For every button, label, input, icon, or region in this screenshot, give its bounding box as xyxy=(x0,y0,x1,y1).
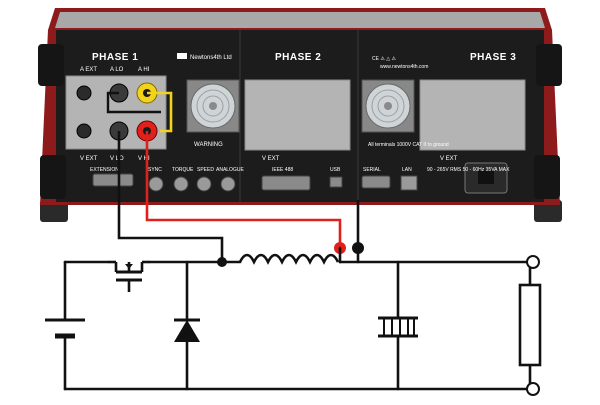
port-label-torque: TORQUE xyxy=(172,167,194,173)
usb-port[interactable] xyxy=(329,176,343,188)
speed-bnc[interactable] xyxy=(196,176,212,192)
lan-port[interactable] xyxy=(400,175,418,191)
fan-2 xyxy=(361,79,415,133)
fan-1 xyxy=(186,79,240,133)
phase-2-label: PHASE 2 xyxy=(275,52,321,63)
black-wire xyxy=(117,131,224,262)
buck-converter-circuit xyxy=(45,242,542,396)
port-label-analogue: ANALOGUE xyxy=(216,167,244,173)
ieee-488-port[interactable] xyxy=(261,175,311,191)
phase-1-label: PHASE 1 xyxy=(92,52,138,63)
mains-rating: 90 - 265V RMS 50 - 60Hz 35VA MAX xyxy=(427,167,510,173)
probe-wires xyxy=(106,91,360,262)
a-lo-link-wire xyxy=(106,91,161,114)
port-label-extension: EXTENSION xyxy=(90,167,119,173)
mosfet-switch xyxy=(108,260,150,292)
port-label-speed: SPEED xyxy=(197,167,214,173)
torque-bnc[interactable] xyxy=(173,176,189,192)
v-ext-label: V EXT xyxy=(80,156,98,162)
port-label-serial: SERIAL xyxy=(363,167,381,173)
v-ext-socket[interactable] xyxy=(76,123,92,139)
warning-title: WARNING xyxy=(194,142,223,148)
load-resistor xyxy=(518,283,542,367)
earth-note: All terminals 1000V CAT II to ground xyxy=(368,142,449,148)
corner-bumper xyxy=(40,155,66,199)
inductor xyxy=(238,253,340,265)
a-hi-label: A HI xyxy=(138,67,150,73)
website: www.newtons4th.com xyxy=(380,64,428,70)
port-label-usb: USB xyxy=(330,167,341,173)
phase-3-terminal-plate xyxy=(419,79,526,151)
brand-name: Newtons4th Ltd xyxy=(190,55,232,61)
corner-bumper xyxy=(536,44,562,86)
ce-marks: CE ⚠ △ ⚠ xyxy=(372,56,396,62)
corner-bumper xyxy=(38,44,64,86)
mains-socket xyxy=(478,170,494,184)
red-wire xyxy=(145,131,342,248)
extension-port[interactable] xyxy=(92,173,134,187)
bnc-connectors xyxy=(148,176,236,192)
switch-node-dot xyxy=(217,257,227,267)
power-analyzer: PHASE 1 PHASE 2 PHASE 3 Newtons4th Ltd C… xyxy=(38,8,562,222)
right-foot xyxy=(534,200,562,222)
capacitor xyxy=(378,316,418,338)
output-terminal-negative xyxy=(526,382,540,396)
phase-2-terminal-plate xyxy=(244,79,351,151)
yellow-wire xyxy=(147,91,173,133)
chassis-top xyxy=(55,12,545,28)
port-label-lan: LAN xyxy=(402,167,412,173)
port-label-sync: SYNC xyxy=(148,167,162,173)
corner-bumper xyxy=(534,155,560,199)
a-ext-socket[interactable] xyxy=(76,85,92,101)
analogue-bnc[interactable] xyxy=(220,176,236,192)
output-terminal-positive xyxy=(526,255,540,269)
serial-port[interactable] xyxy=(361,175,391,189)
sync-bnc[interactable] xyxy=(148,176,164,192)
brand-logo xyxy=(177,53,187,59)
v-lo-label: V LO xyxy=(110,156,124,162)
a-lo-label: A LO xyxy=(110,67,124,73)
port-label-ieee-488: IEEE 488 xyxy=(272,167,293,173)
a-ext-label: A EXT xyxy=(80,67,97,73)
freewheel-diode xyxy=(174,320,200,342)
phase-3-v-ext-label: V EXT xyxy=(440,156,458,162)
left-foot xyxy=(40,200,68,222)
phase-3-label: PHASE 3 xyxy=(470,52,516,63)
phase-2-v-ext-label: V EXT xyxy=(262,156,280,162)
v-hi-label: V HI xyxy=(138,156,150,162)
